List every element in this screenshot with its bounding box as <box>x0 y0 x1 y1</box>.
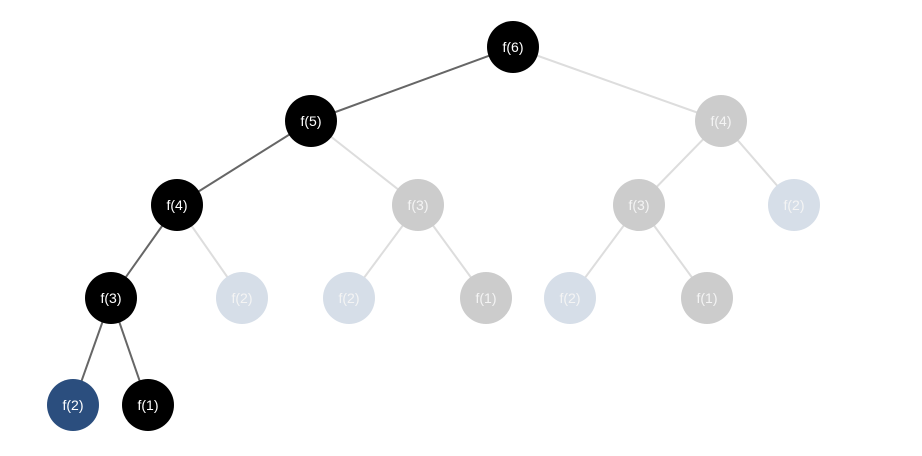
node-circle <box>681 272 733 324</box>
tree-node-n7: f(3) <box>85 272 137 324</box>
node-label: f(3) <box>629 197 650 213</box>
tree-node-n3: f(4) <box>151 179 203 231</box>
node-label: f(5) <box>301 113 322 129</box>
tree-node-n0: f(6) <box>487 21 539 73</box>
node-label: f(1) <box>476 290 497 306</box>
node-label: f(4) <box>167 197 188 213</box>
node-label: f(2) <box>784 197 805 213</box>
node-circle <box>323 272 375 324</box>
node-label: f(4) <box>711 113 732 129</box>
tree-node-n9: f(2) <box>323 272 375 324</box>
tree-edge-n1-n3 <box>176 120 312 206</box>
node-label: f(2) <box>63 397 84 413</box>
node-circle <box>460 272 512 324</box>
node-circle <box>151 179 203 231</box>
node-label: f(2) <box>232 290 253 306</box>
node-circle <box>768 179 820 231</box>
tree-node-n2: f(4) <box>695 95 747 147</box>
tree-node-n14: f(1) <box>122 379 174 431</box>
node-label: f(3) <box>408 197 429 213</box>
tree-node-n4: f(3) <box>392 179 444 231</box>
node-circle <box>487 21 539 73</box>
node-circle <box>392 179 444 231</box>
tree-node-n12: f(1) <box>681 272 733 324</box>
node-circle <box>695 95 747 147</box>
node-circle <box>122 379 174 431</box>
node-circle <box>285 95 337 147</box>
tree-node-n8: f(2) <box>216 272 268 324</box>
node-label: f(1) <box>138 397 159 413</box>
nodes-layer: f(6) f(5) f(4) f(4) f(3) f(3) f(2) f(3) f(2) f(2)… <box>47 21 820 431</box>
node-circle <box>85 272 137 324</box>
node-label: f(3) <box>101 290 122 306</box>
node-label: f(2) <box>339 290 360 306</box>
tree-node-n6: f(2) <box>768 179 820 231</box>
tree-node-n5: f(3) <box>613 179 665 231</box>
node-label: f(1) <box>697 290 718 306</box>
node-label: f(6) <box>503 39 524 55</box>
tree-edge-n0-n2 <box>512 46 722 122</box>
node-label: f(2) <box>560 290 581 306</box>
tree-node-n10: f(1) <box>460 272 512 324</box>
node-circle <box>47 379 99 431</box>
node-circle <box>216 272 268 324</box>
tree-node-n1: f(5) <box>285 95 337 147</box>
tree-node-n11: f(2) <box>544 272 596 324</box>
tree-edge-n0-n1 <box>310 46 514 122</box>
tree-node-n13: f(2) <box>47 379 99 431</box>
node-circle <box>544 272 596 324</box>
node-circle <box>613 179 665 231</box>
